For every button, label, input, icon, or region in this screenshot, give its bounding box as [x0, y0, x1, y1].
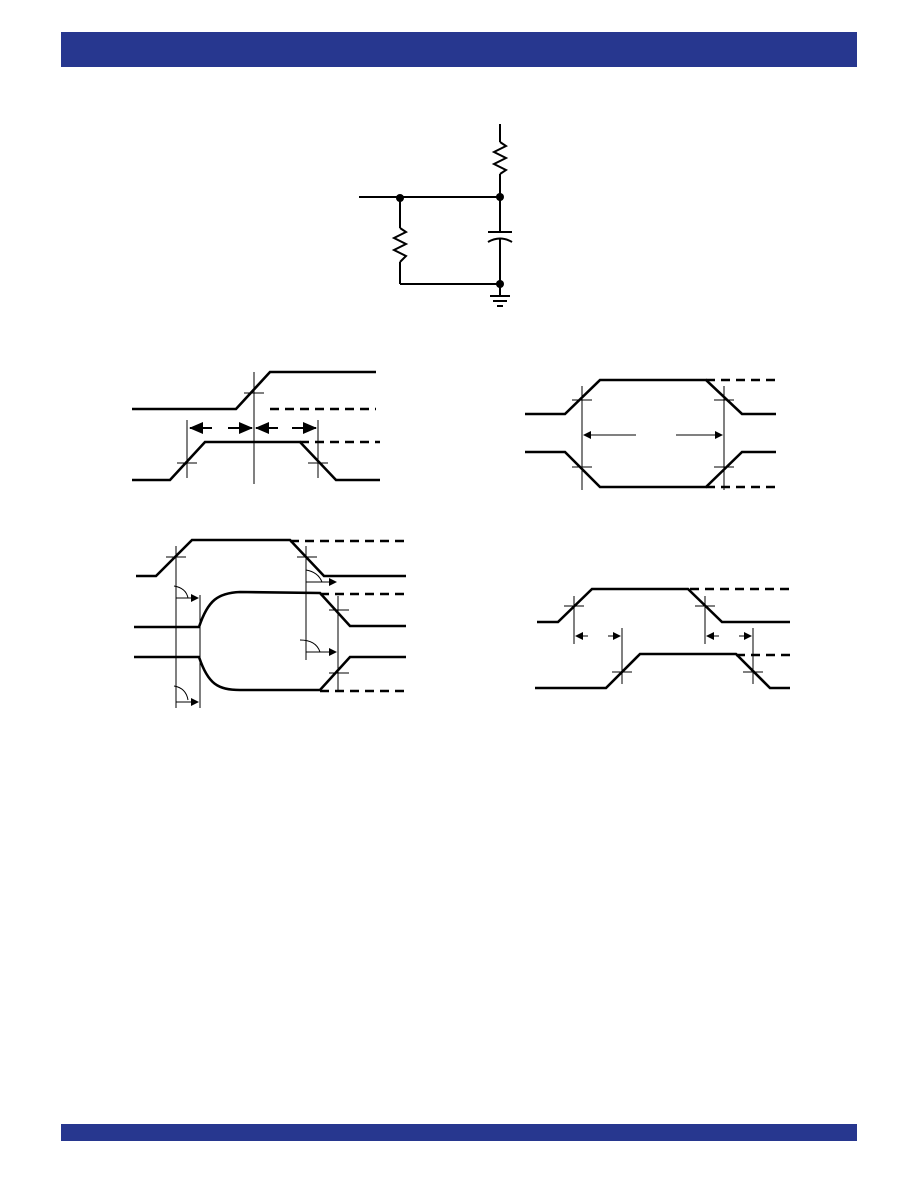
header-band	[61, 32, 857, 67]
footer-band	[61, 1124, 857, 1141]
setup-hold-timing	[132, 370, 380, 484]
ground-symbol	[490, 295, 510, 307]
propagation-delay	[134, 538, 406, 708]
test-load-circuit	[359, 124, 513, 307]
node-dot-right	[496, 193, 504, 201]
pulldown-resistor	[391, 227, 409, 263]
pulse-width	[535, 587, 790, 690]
node-dot-ground	[496, 280, 504, 288]
pullup-resistor	[491, 141, 509, 175]
enable-disable-timing	[525, 378, 780, 490]
